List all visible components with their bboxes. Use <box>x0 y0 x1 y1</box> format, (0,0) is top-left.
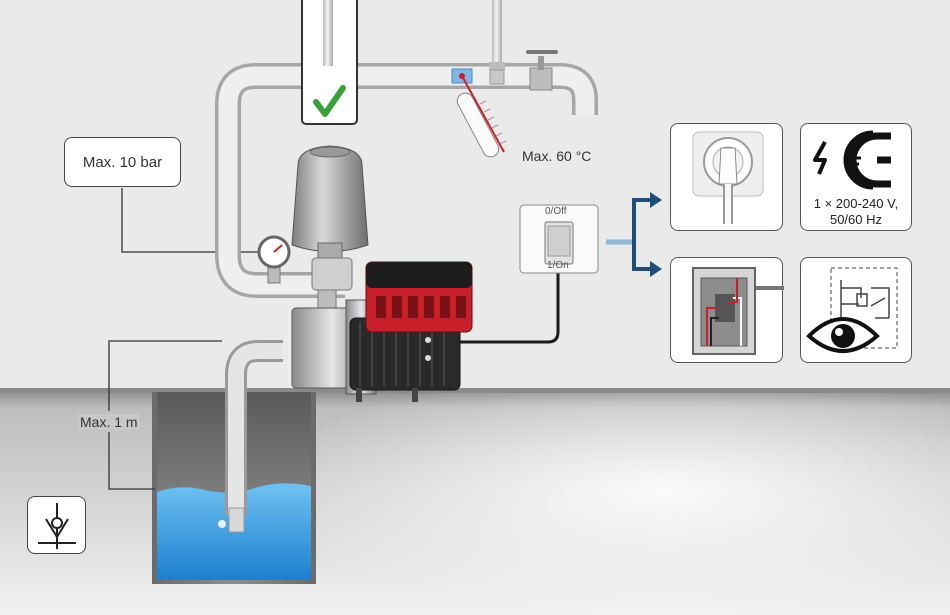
max-suction-height-label: Max. 1 m <box>78 414 140 430</box>
ground <box>0 388 950 615</box>
ce-earth-icon <box>813 130 891 190</box>
foot-valve-callout <box>27 496 86 554</box>
option-arrows <box>606 192 662 277</box>
approval-panel <box>301 0 358 125</box>
thermometer-icon <box>456 73 507 158</box>
distribution-board-icon <box>692 267 784 355</box>
power-cable <box>460 272 560 344</box>
suction-pipe <box>218 340 283 533</box>
max-temperature-label: Max. 60 °C <box>522 148 592 164</box>
max-pressure-callout: Max. 10 bar <box>64 137 181 187</box>
wiring-diagram-eye-icon <box>806 267 898 353</box>
power-plug-icon <box>692 131 764 224</box>
max-pressure-label: Max. 10 bar <box>82 153 163 171</box>
pressure-gauge-icon <box>257 235 291 284</box>
supply-voltage-label: 1 × 200-240 V, <box>813 196 899 211</box>
switch-on-label: 1/On <box>547 260 569 271</box>
pump <box>291 261 473 402</box>
supply-frequency-label: 50/60 Hz <box>829 212 883 227</box>
dimension-lines <box>108 188 260 490</box>
pressure-tank <box>291 145 369 259</box>
suction-height-dimension-bottom <box>108 432 155 490</box>
power-plug-card <box>670 123 783 231</box>
suction-height-dimension-top <box>108 340 222 411</box>
power-supply-card: 1 × 200-240 V, 50/60 Hz <box>800 123 912 231</box>
wiring-diagram-card <box>800 257 912 363</box>
tap-icon <box>526 50 558 91</box>
foot-valve-icon <box>38 503 76 549</box>
check-icon <box>313 85 346 117</box>
pressure-callout-leader <box>121 188 260 253</box>
switch-off-label: 0/Off <box>545 206 567 217</box>
main-switch <box>519 204 599 274</box>
distribution-board-card <box>670 257 784 363</box>
